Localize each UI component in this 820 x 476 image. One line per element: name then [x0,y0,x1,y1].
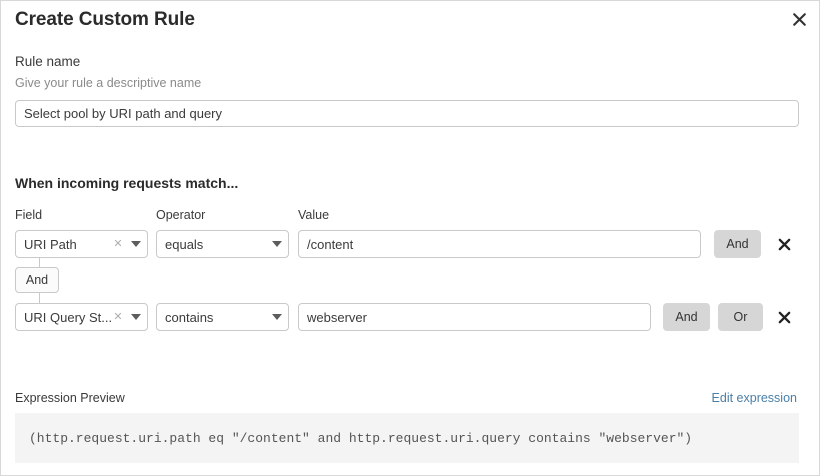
chevron-down-icon[interactable] [266,241,288,247]
dialog-title: Create Custom Rule [15,9,195,30]
and-button-1[interactable]: And [714,230,761,258]
operator-select-2-value: contains [165,309,214,325]
chevron-down-icon[interactable] [266,314,288,320]
connector-and-badge[interactable]: And [15,267,59,293]
value-input-2[interactable] [298,303,651,331]
or-button-2[interactable]: Or [718,303,763,331]
rule-name-help: Give your rule a descriptive name [15,76,202,90]
connector-line-top [39,258,40,268]
rule-name-input[interactable] [15,100,799,127]
clear-icon[interactable]: ✕ [113,237,123,250]
close-icon[interactable] [787,7,811,31]
field-select-1-value: URI Path [24,236,77,252]
value-input-1[interactable] [298,230,701,258]
column-header-operator: Operator [156,208,206,222]
field-select-2-value: URI Query St... [24,309,111,325]
and-button-2[interactable]: And [663,303,710,331]
conditions-heading: When incoming requests match... [15,175,239,191]
delete-condition-1-icon[interactable] [774,230,794,258]
logic-connector: And [15,258,75,303]
expression-preview-code: (http.request.uri.path eq "/content" and… [29,430,693,446]
field-select-1[interactable]: URI Path ✕ [15,230,148,258]
field-select-2[interactable]: URI Query St... ✕ [15,303,148,331]
column-header-field: Field [15,208,43,222]
chevron-down-icon[interactable] [125,241,147,247]
column-header-value: Value [298,208,330,222]
operator-select-1-value: equals [165,236,204,252]
delete-condition-2-icon[interactable] [774,303,794,331]
clear-icon[interactable]: ✕ [113,310,123,323]
connector-line-bottom [39,293,40,303]
rule-name-label: Rule name [15,54,81,69]
condition-row: URI Path ✕ equals And [1,230,819,258]
condition-row: URI Query St... ✕ contains And Or [1,303,819,331]
expression-preview-box: (http.request.uri.path eq "/content" and… [15,413,799,463]
operator-select-1[interactable]: equals [156,230,289,258]
chevron-down-icon[interactable] [125,314,147,320]
expression-preview-label: Expression Preview [15,391,125,405]
edit-expression-link[interactable]: Edit expression [711,391,797,405]
operator-select-2[interactable]: contains [156,303,289,331]
